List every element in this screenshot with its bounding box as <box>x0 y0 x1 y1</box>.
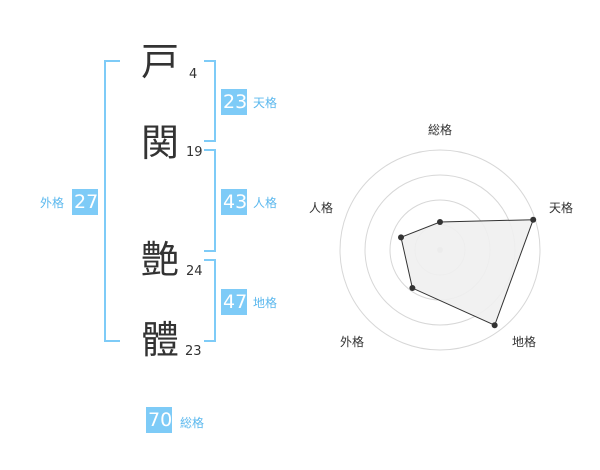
soukaku-label: 総格 <box>180 416 205 430</box>
radar-point-3 <box>409 285 416 292</box>
radar-point-4 <box>398 234 405 241</box>
jinkaku-bracket <box>204 149 216 252</box>
gaikaku-label: 外格 <box>40 196 65 210</box>
radar-points <box>398 216 537 329</box>
radar-label-chikaku: 地格 <box>512 335 537 349</box>
radar-point-0 <box>437 219 443 225</box>
jinkaku-value-badge: 43 <box>221 189 248 215</box>
gaikaku-value-badge: 27 <box>72 189 99 215</box>
radar-label-tenkaku: 天格 <box>549 201 574 215</box>
stroke-count-4: 23 <box>185 344 202 359</box>
gaikaku-bracket <box>104 60 120 342</box>
surname-char-1: 戸 <box>141 40 180 84</box>
soukaku-value-badge: 70 <box>146 407 173 433</box>
stroke-count-3: 24 <box>186 264 203 279</box>
radar-label-gaikaku: 外格 <box>340 335 365 349</box>
stroke-count-2: 19 <box>186 145 203 160</box>
radar-label-soukaku: 総格 <box>428 123 453 137</box>
radar-point-2 <box>491 322 498 329</box>
radar-ring <box>339 149 541 351</box>
chikaku-value-badge: 47 <box>221 289 248 315</box>
chikaku-label: 地格 <box>253 296 278 310</box>
radar-label-jinkaku: 人格 <box>309 201 334 215</box>
chikaku-bracket <box>204 259 216 342</box>
given-char-1: 艶 <box>141 238 180 282</box>
given-char-2: 體 <box>141 318 180 362</box>
tenkaku-label: 天格 <box>253 96 278 110</box>
jinkaku-label: 人格 <box>253 196 278 210</box>
tenkaku-value-badge: 23 <box>221 89 248 115</box>
stroke-count-1: 4 <box>189 67 198 82</box>
surname-char-2: 関 <box>141 121 180 165</box>
radar-point-1 <box>530 216 537 223</box>
radar-area <box>400 219 534 326</box>
tenkaku-bracket <box>204 60 216 142</box>
